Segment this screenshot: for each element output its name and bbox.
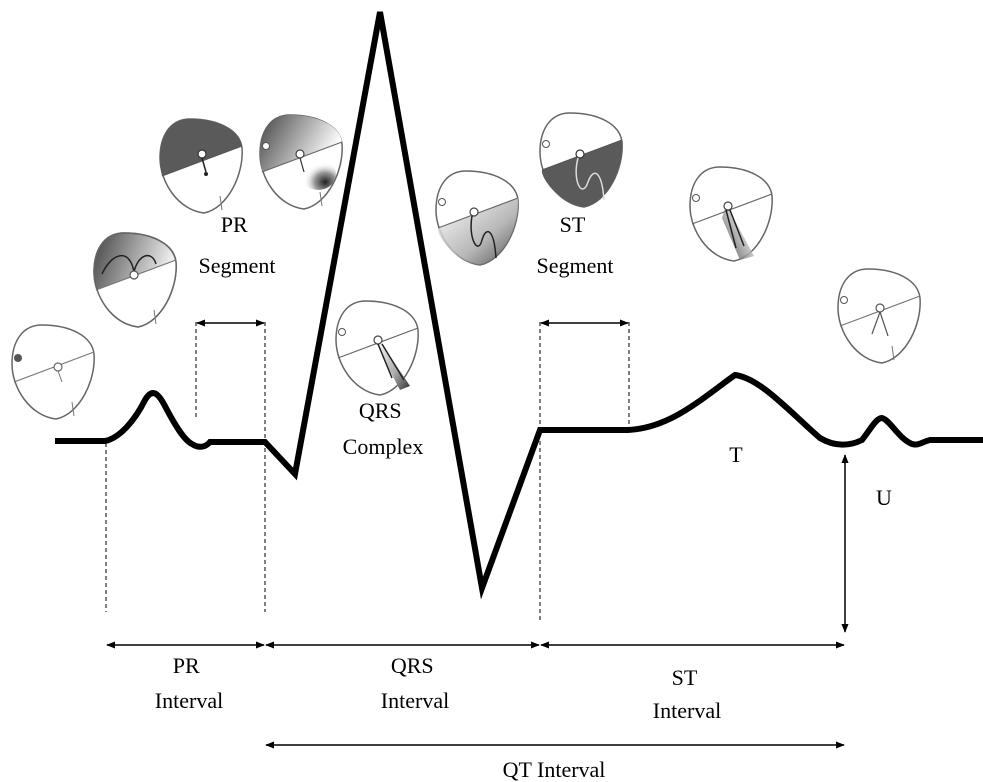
- guide-lines: [105, 322, 846, 628]
- heart-icon: [11, 324, 95, 420]
- heart-icon: [93, 232, 177, 328]
- pr-segment-label: PR Segment: [199, 212, 276, 278]
- heart-icon: [259, 114, 343, 210]
- st-segment-label: ST Segment: [537, 212, 614, 278]
- qrs-complex-label: QRS Complex: [343, 398, 424, 459]
- heart-icon: [539, 112, 623, 208]
- heart-icon: [689, 166, 773, 262]
- ecg-trace: [55, 11, 983, 600]
- st-interval-label: ST Interval: [653, 665, 721, 723]
- qt-interval-label: QT Interval: [503, 757, 606, 782]
- heart-icon: [159, 118, 243, 214]
- u-wave-label: U: [876, 485, 892, 510]
- t-wave-label: T: [729, 442, 743, 467]
- heart-icon: [335, 300, 419, 396]
- qrs-interval-label: QRS Interval: [381, 653, 449, 713]
- pr-interval-label: PR Interval: [155, 653, 223, 713]
- heart-icon: [837, 268, 921, 364]
- heart-icon: [435, 170, 519, 266]
